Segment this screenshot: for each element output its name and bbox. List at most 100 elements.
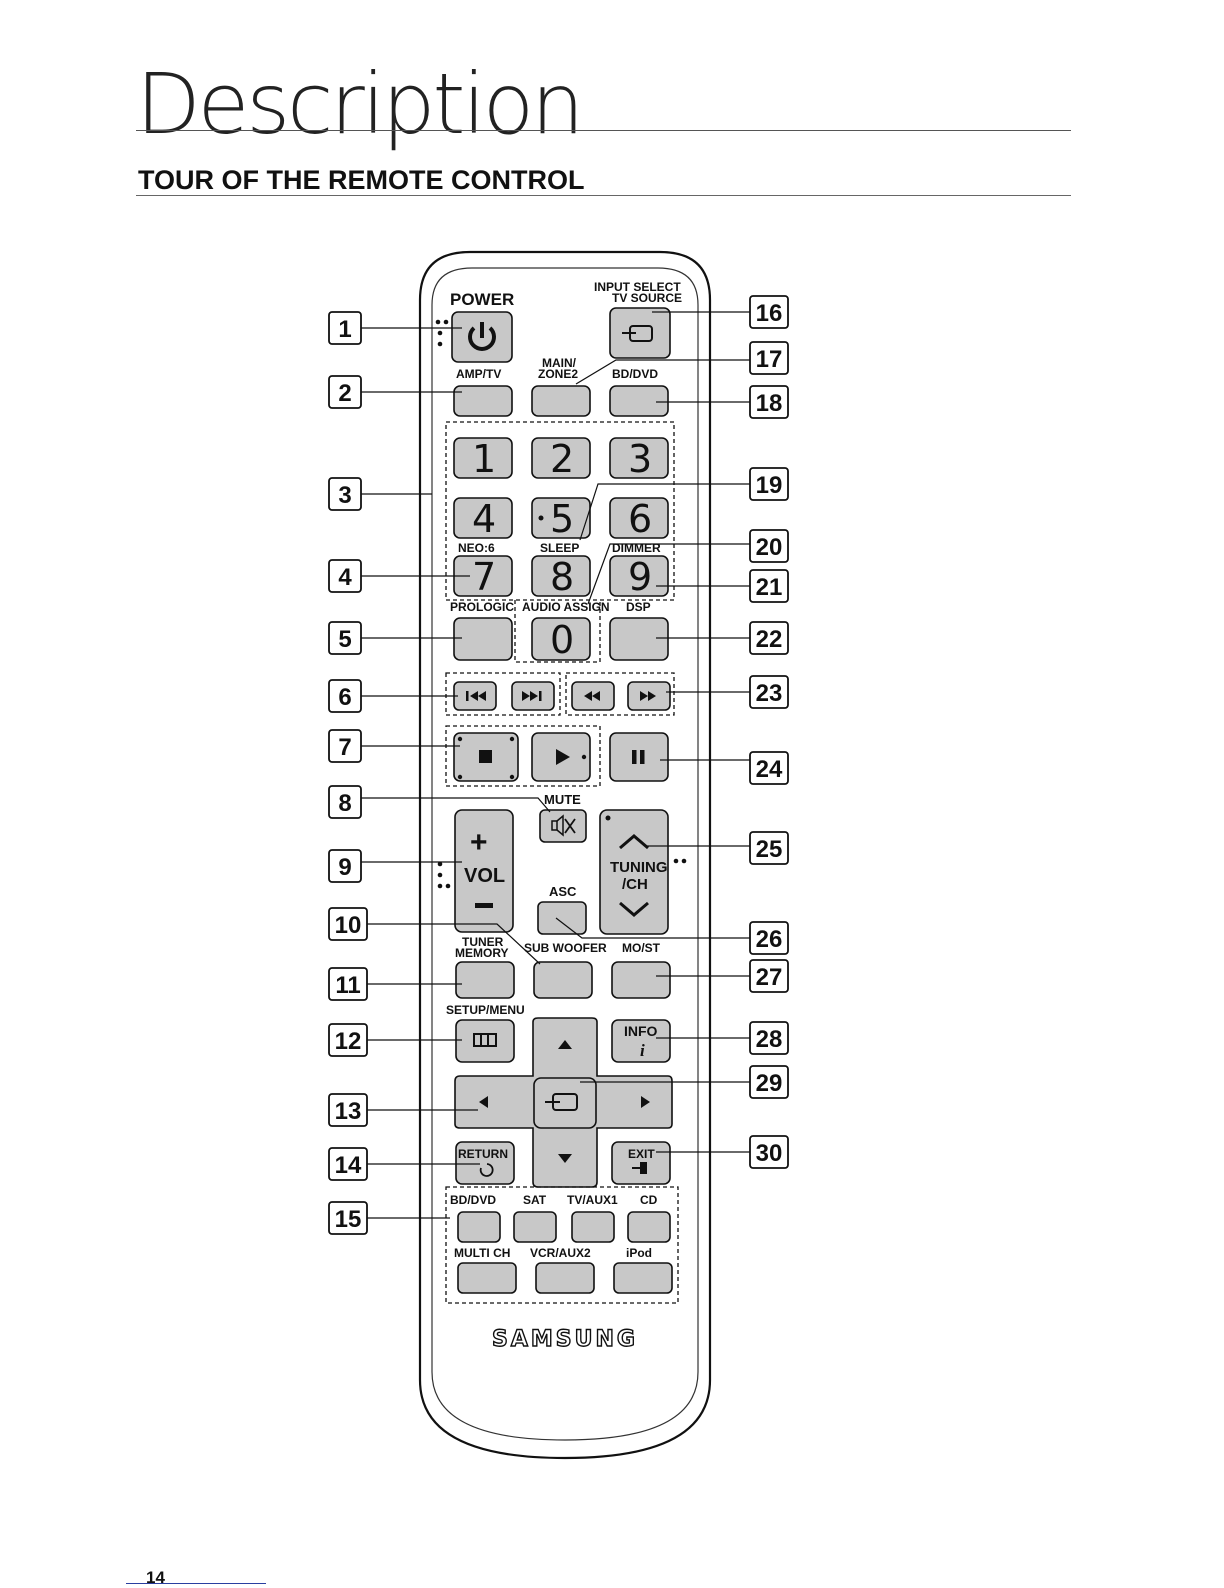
digit-0-label: 0 <box>550 618 574 662</box>
sub-woofer-button[interactable] <box>533 961 593 999</box>
channel-label: /CH <box>622 876 648 893</box>
info-i-icon: i <box>640 1041 645 1060</box>
digit-2-button[interactable] <box>531 437 591 479</box>
callout-number-5: 5 <box>338 626 351 653</box>
input-select-label: INPUT SELECT <box>594 280 681 294</box>
digit-1-button[interactable] <box>453 437 513 479</box>
memory-label: MEMORY <box>455 946 509 960</box>
mo-st-button[interactable] <box>611 961 671 999</box>
digit-0-button[interactable] <box>531 617 591 661</box>
callout-box-24 <box>749 751 789 785</box>
enter-button[interactable] <box>533 1077 597 1129</box>
callout-number-12: 12 <box>335 1028 362 1055</box>
section-rule <box>136 195 1071 196</box>
up-arrow-icon <box>558 1040 572 1049</box>
bd-dvd-mode-button[interactable] <box>609 385 669 417</box>
digit-4-button[interactable] <box>453 497 513 539</box>
dsp-button[interactable] <box>609 617 669 661</box>
vol-label: VOL <box>464 865 505 887</box>
source-vcr-aux2-label: VCR/AUX2 <box>530 1246 591 1260</box>
callout-number-4: 4 <box>338 564 352 591</box>
source-buttons-area <box>445 1186 679 1304</box>
source-sat-button[interactable] <box>513 1211 557 1243</box>
digit-8-button[interactable] <box>531 555 591 597</box>
source-ipod-button[interactable] <box>613 1262 673 1294</box>
source-cd-button[interactable] <box>627 1211 671 1243</box>
callout-number-6: 6 <box>338 684 351 711</box>
tuner-memory-button[interactable] <box>455 961 515 999</box>
section-heading: TOUR OF THE REMOTE CONTROL <box>138 165 585 195</box>
zero-key-area <box>514 600 601 663</box>
fast-forward-icon <box>640 691 656 701</box>
info-button[interactable] <box>611 1019 671 1063</box>
digit-5-button[interactable] <box>531 497 591 539</box>
dsp-label: DSP <box>626 600 651 614</box>
callout-number-17: 17 <box>756 346 783 373</box>
power-label: POWER <box>450 290 514 309</box>
channel-down-icon <box>619 901 649 917</box>
digit-6-label: 6 <box>628 497 652 541</box>
callout-number-29: 29 <box>756 1070 783 1097</box>
callout-number-15: 15 <box>335 1206 362 1233</box>
volume-rocker[interactable] <box>454 809 514 933</box>
pause-button[interactable] <box>609 732 669 782</box>
play-icon <box>556 749 570 765</box>
mute-icon <box>551 814 576 837</box>
exit-icon <box>632 1162 647 1174</box>
main-zone2-button[interactable] <box>531 385 591 417</box>
callout-number-20: 20 <box>756 534 783 561</box>
source-tv-aux1-label: TV/AUX1 <box>567 1193 618 1207</box>
callout-box-8 <box>328 785 362 819</box>
digit-3-button[interactable] <box>609 437 669 479</box>
amp-tv-button[interactable] <box>453 385 513 417</box>
digit-6-button[interactable] <box>609 497 669 539</box>
power-icon <box>468 322 496 351</box>
callout-box-17 <box>749 341 789 375</box>
return-icon <box>479 1163 494 1177</box>
callout-number-18: 18 <box>756 390 783 417</box>
neo6-label: NEO:6 <box>458 541 495 555</box>
source-ipod-label: iPod <box>626 1246 652 1260</box>
sleep-label: SLEEP <box>540 541 579 555</box>
callout-number-25: 25 <box>756 836 783 863</box>
source-multi-ch-button[interactable] <box>457 1262 517 1294</box>
callout-number-30: 30 <box>756 1140 783 1167</box>
source-multi-ch-label: MULTI CH <box>454 1246 510 1260</box>
input-source-icon <box>622 325 653 342</box>
callout-number-23: 23 <box>756 680 783 707</box>
callout-number-16: 16 <box>756 300 783 327</box>
audio-assign-label: AUDIO ASSIGN <box>522 600 610 614</box>
callout-number-3: 3 <box>338 482 351 509</box>
input-select-button[interactable] <box>609 307 671 359</box>
source-bd-dvd-button[interactable] <box>457 1211 501 1243</box>
page-title: Description <box>136 55 584 153</box>
prologic-label: PROLOGIC <box>450 600 514 614</box>
dimmer-label: DIMMER <box>612 541 661 555</box>
rewind-icon <box>584 691 600 701</box>
callout-number-13: 13 <box>335 1098 362 1125</box>
tuning-channel-rocker[interactable] <box>599 809 669 935</box>
digit-9-button[interactable] <box>609 555 669 597</box>
callout-number-28: 28 <box>756 1026 783 1053</box>
skip-forward-icon <box>522 691 542 701</box>
source-vcr-aux2-button[interactable] <box>535 1262 595 1294</box>
return-button[interactable] <box>455 1141 515 1185</box>
callout-number-21: 21 <box>756 574 783 601</box>
callout-number-9: 9 <box>338 854 351 881</box>
volume-up-icon: + <box>470 826 488 859</box>
skip-back-icon <box>466 691 486 701</box>
callout-number-19: 19 <box>756 472 783 499</box>
prologic-button[interactable] <box>453 617 513 661</box>
digit-2-label: 2 <box>550 437 574 481</box>
callout-number-2: 2 <box>338 380 351 407</box>
setup-menu-button[interactable] <box>455 1019 515 1063</box>
skip-area <box>445 672 561 716</box>
source-tv-aux1-button[interactable] <box>571 1211 615 1243</box>
asc-button[interactable] <box>537 901 587 935</box>
callout-number-1: 1 <box>338 316 351 343</box>
search-area <box>565 672 675 716</box>
asc-label: ASC <box>549 884 577 899</box>
right-arrow-icon <box>641 1096 650 1108</box>
number-pad-area <box>445 421 675 601</box>
